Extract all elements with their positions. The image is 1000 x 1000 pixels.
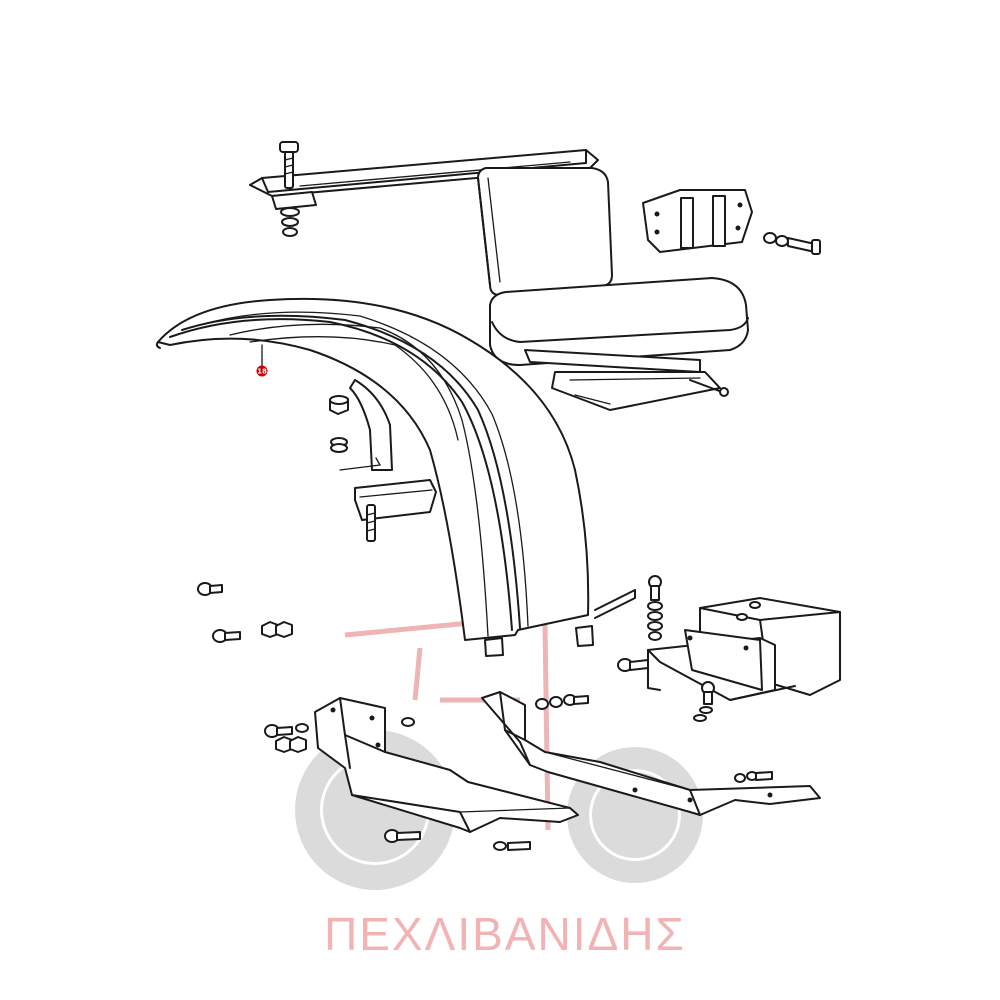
mounting-plate: [642, 189, 821, 255]
bolt-set-step-right: [535, 694, 773, 783]
callout-18-label: 18: [257, 368, 267, 376]
callout-18-marker: [256, 365, 268, 377]
support-bracket-right: [647, 629, 796, 701]
nut-set-fender: [329, 395, 349, 453]
foot-step-left: [314, 697, 579, 833]
foot-step-right: [481, 691, 821, 816]
seat-assembly: [477, 167, 749, 411]
bolt-set-right: [617, 575, 663, 672]
fender: [155, 297, 636, 657]
bolt-set-step-left: [264, 717, 531, 851]
callout-18: 18: [256, 344, 268, 377]
bolt-set-bracket: [693, 681, 715, 722]
seat-support-beam: [249, 141, 599, 237]
bolt-set-left: [197, 582, 293, 643]
watermark-text: ΠΕΧΛΙΒΑΝΙΔΗΣ: [324, 908, 686, 960]
